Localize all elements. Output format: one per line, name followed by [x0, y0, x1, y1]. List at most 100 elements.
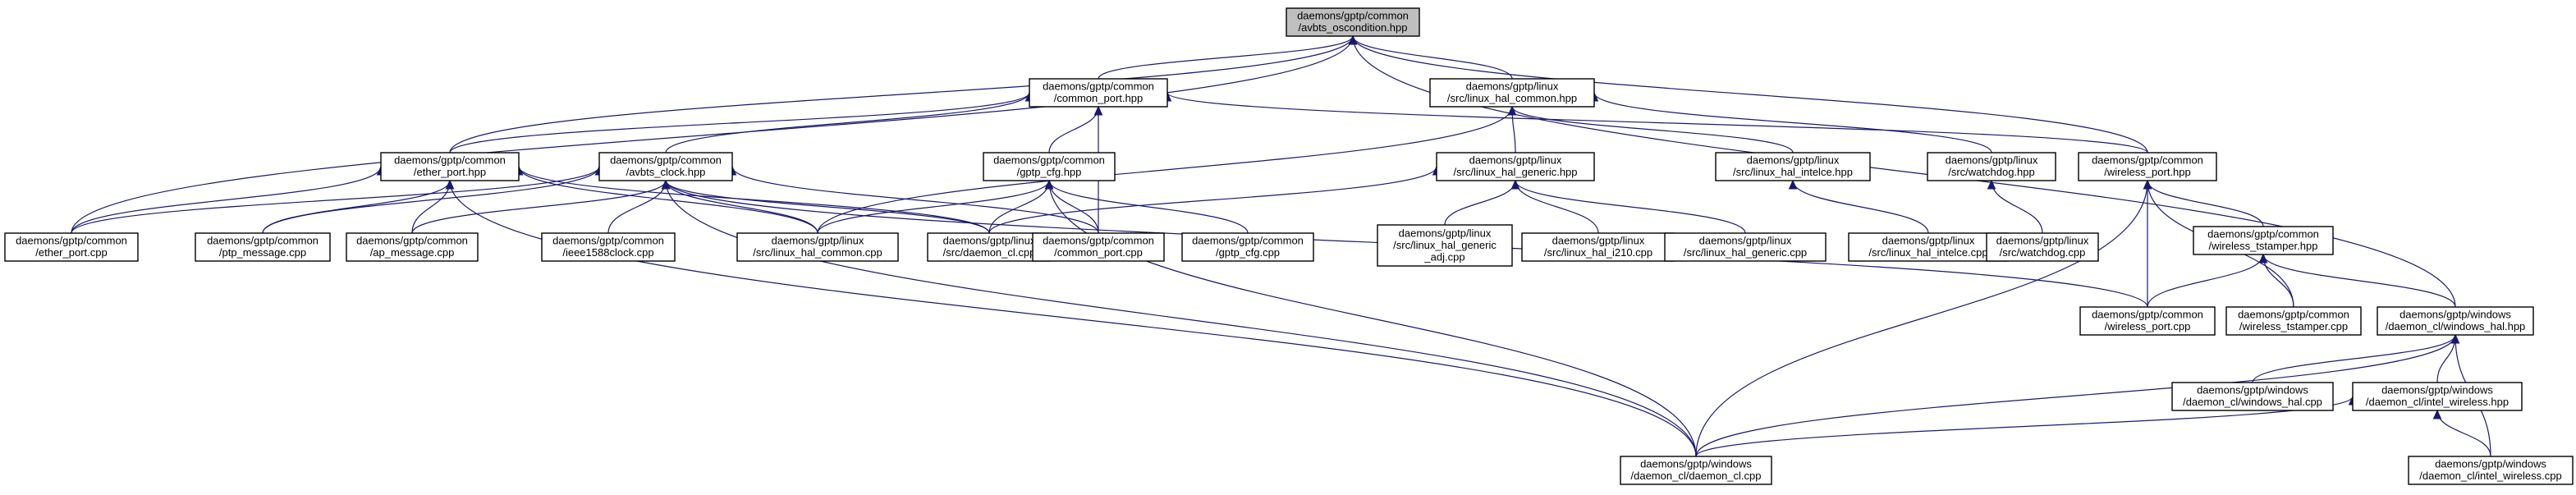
file-node-avbts-oscondition[interactable]: daemons/gptp/common/avbts_oscondition.hp… — [1286, 7, 1420, 37]
file-node-intel-wireless-cpp[interactable]: daemons/gptp/windows/daemon_cl/intel_wir… — [2408, 456, 2574, 485]
edge-line — [1792, 180, 1929, 234]
edge-linux_hal_common_cpp-to-avbts_clock_hpp — [661, 179, 818, 234]
node-label-line: /common_port.cpp — [1054, 246, 1143, 259]
node-label-line: /src/linux_hal_common.hpp — [1447, 92, 1577, 104]
file-node-wireless-tstamper-hpp[interactable]: daemons/gptp/common/wireless_tstamper.hp… — [2193, 226, 2334, 255]
node-box — [1715, 152, 1871, 181]
edge-linux_hal_generic_adj_cpp-to-linux_hal_generic_hpp — [1444, 179, 1520, 226]
edge-ieee1588clock_cpp-to-avbts_clock_hpp — [607, 179, 671, 234]
edge-arrowhead — [2143, 179, 2152, 190]
node-label-line: daemons/gptp/common — [552, 235, 664, 247]
edge-line — [1048, 180, 1697, 457]
edge-linux_hal_intelce_hpp-to-linux_hal_common_hpp — [1507, 105, 1794, 154]
node-label-line: /ether_port.hpp — [414, 166, 486, 178]
node-box — [598, 152, 733, 181]
node-box — [1664, 232, 1827, 262]
file-node-wireless-tstamper-cpp[interactable]: daemons/gptp/common/wireless_tstamper.cp… — [2225, 306, 2362, 336]
edge-line — [665, 180, 1697, 457]
node-label-line: daemons/gptp/common — [207, 235, 319, 247]
file-node-wireless-port-hpp[interactable]: daemons/gptp/common/wireless_port.hpp — [2078, 152, 2217, 181]
edge-arrowhead — [2258, 253, 2268, 264]
node-label-line: /avbts_oscondition.hpp — [1299, 21, 1408, 34]
file-node-ether-port-cpp[interactable]: daemons/gptp/common/ether_port.cpp — [4, 232, 139, 262]
edge-line — [411, 180, 667, 234]
node-label-line: daemons/gptp/windows — [2435, 458, 2546, 470]
edge-line — [988, 166, 1437, 234]
file-node-intel-wireless-hpp[interactable]: daemons/gptp/windows/daemon_cl/intel_wir… — [2352, 382, 2523, 411]
file-node-linux-hal-intelce-cpp[interactable]: daemons/gptp/linux/src/linux_hal_intelce… — [1848, 232, 2009, 262]
node-label-line: /src/watchdog.cpp — [2000, 246, 2086, 259]
node-label-line: /gptp_cfg.hpp — [1017, 166, 1082, 178]
node-label-line: /gptp_cfg.cpp — [1216, 246, 1280, 259]
node-label-line: daemons/gptp/linux — [1469, 154, 1562, 167]
edge-arrowhead — [2450, 333, 2460, 344]
node-label-line: /ap_message.cpp — [370, 246, 455, 259]
edge-ptp_message_cpp-to-ether_port_hpp — [262, 179, 455, 234]
edge-line — [1991, 180, 2043, 234]
edge-intel_wireless_cpp-to-intel_wireless_hpp — [2432, 409, 2491, 457]
node-label-line: /wireless_tstamper.cpp — [2239, 320, 2348, 332]
file-node-ptp-message-cpp[interactable]: daemons/gptp/common/ptp_message.cpp — [195, 232, 331, 262]
node-box — [1181, 232, 1314, 262]
file-node-windows-hal-cpp[interactable]: daemons/gptp/windows/daemon_cl/windows_h… — [2171, 382, 2334, 411]
file-node-windows-hal-hpp[interactable]: daemons/gptp/windows/daemon_cl/windows_h… — [2377, 306, 2534, 336]
edge-line — [449, 180, 1697, 457]
node-label-line: /avbts_clock.hpp — [626, 166, 706, 178]
file-node-wireless-port-cpp[interactable]: daemons/gptp/common/wireless_port.cpp — [2079, 306, 2216, 336]
file-node-ether-port-hpp[interactable]: daemons/gptp/common/ether_port.hpp — [380, 152, 520, 181]
file-node-linux-hal-common-cpp[interactable]: daemons/gptp/linux/src/linux_hal_common.… — [736, 232, 899, 262]
edge-line — [1444, 180, 1516, 226]
file-node-ap-message-cpp[interactable]: daemons/gptp/common/ap_message.cpp — [346, 232, 479, 262]
file-node-daemon-cl-cpp-windows[interactable]: daemons/gptp/windows/daemon_cl/daemon_cl… — [1620, 456, 1772, 485]
file-node-linux-hal-generic-cpp[interactable]: daemons/gptp/linux/src/linux_hal_generic… — [1664, 232, 1827, 262]
edge-ether_port_hpp-to-common_port_hpp — [449, 91, 1034, 154]
node-box — [2079, 306, 2216, 336]
node-label-line: daemons/gptp/linux — [943, 235, 1036, 247]
file-node-common-port-cpp[interactable]: daemons/gptp/common/common_port.cpp — [1032, 232, 1165, 262]
node-box — [1436, 152, 1595, 181]
node-box — [1286, 7, 1420, 37]
file-node-linux-hal-common-hpp[interactable]: daemons/gptp/linux/src/linux_hal_common.… — [1429, 78, 1595, 108]
file-node-gptp-cfg-cpp[interactable]: daemons/gptp/common/gptp_cfg.cpp — [1181, 232, 1314, 262]
node-box — [541, 232, 676, 262]
edge-line — [665, 92, 1030, 154]
edge-line — [2262, 254, 2294, 308]
edge-line — [731, 166, 1099, 234]
node-label-line: /src/linux_hal_generic.cpp — [1684, 246, 1807, 259]
file-node-avbts-clock-hpp[interactable]: daemons/gptp/common/avbts_clock.hpp — [598, 152, 733, 181]
edge-linux_hal_intelce_cpp-to-linux_hal_intelce_hpp — [1788, 179, 1929, 234]
node-label-line: /ieee1588clock.cpp — [562, 246, 653, 259]
node-box — [380, 152, 520, 181]
edge-arrowhead — [1788, 179, 1798, 190]
node-label-line: /ptp_message.cpp — [219, 246, 306, 259]
edge-arrowhead — [1510, 179, 1520, 190]
file-node-watchdog-hpp[interactable]: daemons/gptp/linux/src/watchdog.hpp — [1927, 152, 2056, 181]
file-node-linux-hal-generic-hpp[interactable]: daemons/gptp/linux/src/linux_hal_generic… — [1436, 152, 1595, 181]
edge-line — [1352, 35, 2456, 308]
node-label-line: /src/daemon_cl.cpp — [943, 246, 1036, 259]
file-node-gptp-cfg-hpp[interactable]: daemons/gptp/common/gptp_cfg.hpp — [983, 152, 1116, 181]
file-node-linux-hal-i210-cpp[interactable]: daemons/gptp/linux/src/linux_hal_i210.cp… — [1521, 232, 1675, 262]
node-box — [2193, 226, 2334, 255]
edge-arrowhead — [445, 179, 455, 190]
file-node-daemon-cl-cpp-linux[interactable]: daemons/gptp/linux/src/daemon_cl.cpp — [927, 232, 1052, 262]
edge-line — [1098, 35, 1354, 80]
edge-line — [71, 166, 600, 234]
node-label-line: daemons/gptp/windows — [2400, 309, 2511, 321]
node-label-line: /ether_port.cpp — [35, 246, 107, 259]
edge-arrowhead — [2432, 409, 2442, 419]
edge-arrowhead — [1093, 105, 1103, 116]
node-label-line: /wireless_port.cpp — [2105, 320, 2191, 332]
file-node-watchdog-cpp[interactable]: daemons/gptp/linux/src/watchdog.cpp — [1986, 232, 2099, 262]
edge-line — [518, 166, 818, 234]
edge-line — [2252, 334, 2456, 383]
edge-daemon_cl_cpp_windows-to-avbts_clock_hpp — [661, 179, 1697, 457]
file-node-linux-hal-generic-adj-cpp[interactable]: daemons/gptp/linux/src/linux_hal_generic… — [1377, 224, 1513, 267]
edge-windows_hal_hpp-to-avbts_oscondition — [1348, 34, 2456, 308]
file-node-ieee1588clock-cpp[interactable]: daemons/gptp/common/ieee1588clock.cpp — [541, 232, 676, 262]
node-label-line: /daemon_cl/windows_hal.cpp — [2183, 396, 2322, 408]
edge-line — [1593, 92, 1992, 154]
file-node-linux-hal-intelce-hpp[interactable]: daemons/gptp/linux/src/linux_hal_intelce… — [1715, 152, 1871, 181]
file-node-common-port-hpp[interactable]: daemons/gptp/common/common_port.hpp — [1029, 78, 1168, 108]
